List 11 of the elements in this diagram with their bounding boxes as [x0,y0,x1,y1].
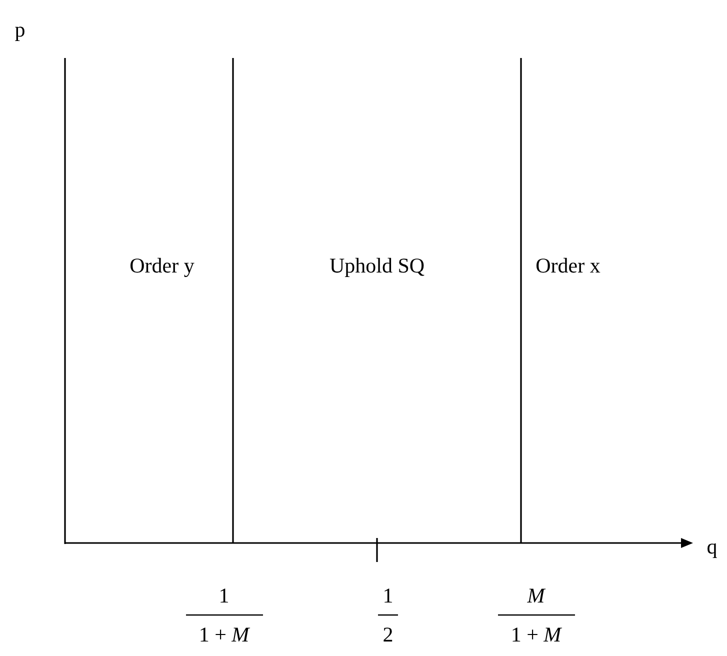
fraction-numerator: 1 [218,586,230,606]
fraction-denominator: 1 + M [510,624,562,646]
fraction-denominator: 2 [382,624,394,646]
region-label: Order y [130,256,194,276]
axis-label: p [14,20,26,40]
axis-label: q [706,536,718,558]
region-label: Order x [536,256,600,276]
region-label: Uphold SQ [329,256,425,276]
fraction-numerator: M [527,586,545,606]
fraction-numerator: 1 [382,586,394,606]
fraction-denominator: 1 + M [198,624,250,646]
